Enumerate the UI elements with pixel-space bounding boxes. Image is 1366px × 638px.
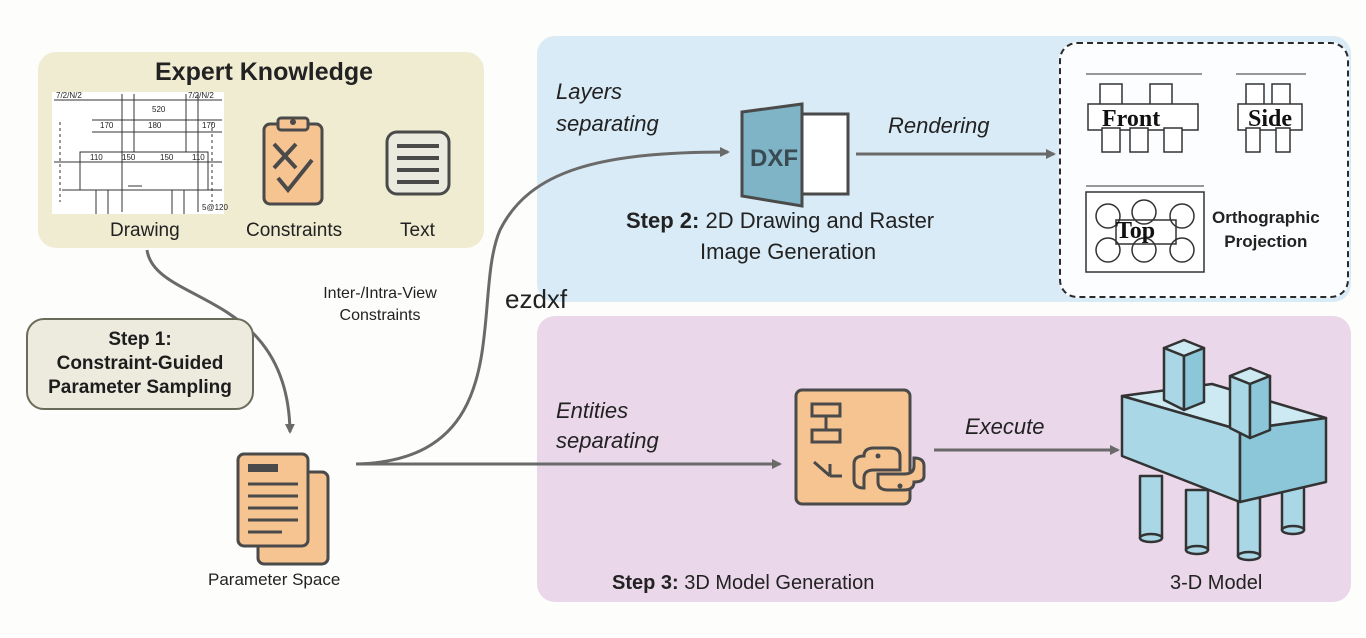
side-label: Side [1248,106,1292,132]
drawing-top-dim: 180 [148,121,162,130]
expert-knowledge-title: Expert Knowledge [155,58,374,86]
orthographic-projection-caption: Orthographic Projection [1212,206,1320,254]
drawing-corner-right: 7/2/N/2 [188,91,214,100]
text-document-icon [385,130,451,196]
entities-line1: Entities [556,398,629,423]
drawing-top-total: 520 [152,105,166,114]
dxf-icon-text: DXF [750,145,798,172]
drawing-mid-dim: 150 [122,153,136,162]
dxf-file-icon: DXF [740,102,850,208]
engineering-drawing-thumbnail: 7/2/N/2 7/2/N/2 520 170 180 170 110 150 … [52,91,228,214]
entities-line2: separating [556,428,659,453]
ortho-caption-line1: Orthographic [1212,208,1320,227]
inter-intra-view-note: Inter-/Intra-View Constraints [300,285,460,325]
drawing-mid-dim: 110 [90,153,103,162]
step2-title-bold: Step 2: [626,208,700,233]
step3-title: Step 3: 3D Model Generation [612,572,874,595]
step3-title-bold: Step 3: [612,572,679,594]
drawing-to-step1-arrow [145,249,295,434]
layers-line2: separating [556,111,659,136]
ezdxf-label: ezdxf [505,284,568,314]
clipboard-icon [262,116,324,206]
entities-separating-label: Entities separating [556,396,659,456]
step3-title-rest: 3D Model Generation [678,572,875,594]
step1-line3: Parameter Sampling [48,377,232,398]
rendering-label: Rendering [888,113,990,138]
step2-title: Step 2: 2D Drawing and Raster [626,208,934,234]
top-label: Top [1116,218,1155,244]
step1-heading: Step 1: [108,329,172,350]
drawing-foot-note: 5@120 [202,203,228,212]
side-view-drawing: Side [1236,73,1306,153]
parameter-to-dxf-arrow [355,147,730,466]
parameter-space-label: Parameter Space [208,570,341,589]
pile-cap-model-icon [1120,338,1328,562]
front-view-drawing: Front [1086,73,1202,153]
drawing-top-dim: 170 [100,121,114,130]
step1-box: Step 1: Constraint-Guided Parameter Samp… [26,318,254,410]
step2-title-rest: 2D Drawing and Raster [699,208,935,233]
model-label: 3-D Model [1170,572,1263,594]
note-line1: Inter-/Intra-View [323,285,437,302]
constraints-label: Constraints [246,220,343,241]
parameter-docs-icon [236,452,330,566]
python-flowchart-icon [794,388,926,506]
step1-line2: Constraint-Guided [56,353,224,374]
drawing-mid-dim: 150 [160,153,174,162]
step2-title-line2: Image Generation [700,239,877,264]
layers-separating-label: Layers separating [556,76,659,140]
ortho-caption-line2: Projection [1224,232,1308,251]
execute-label: Execute [965,414,1045,439]
drawing-label: Drawing [110,220,180,241]
top-view-drawing: Top [1085,185,1205,273]
front-label: Front [1102,106,1160,132]
layers-line1: Layers [556,79,623,104]
drawing-corner-left: 7/2/N/2 [56,91,82,100]
drawing-top-dim: 170 [202,121,216,130]
note-line2: Constraints [339,307,421,324]
drawing-mid-dim: 110 [192,153,205,162]
text-label: Text [400,220,435,241]
